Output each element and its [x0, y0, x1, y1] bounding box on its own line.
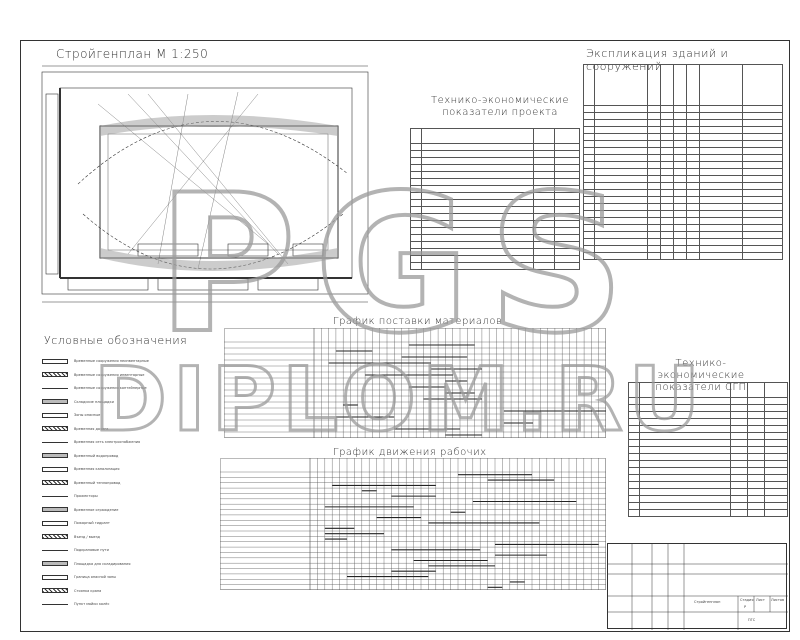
legend-label: Подкрановые пути	[74, 548, 109, 552]
legend-label: Временный водопровод	[74, 453, 119, 458]
stamp-sheet-label: Лист	[756, 598, 765, 602]
legend-item: Подкрановые пути	[42, 545, 182, 555]
legend-symbol	[42, 441, 68, 443]
legend-label: Временные сооружения контейнерные	[74, 386, 147, 390]
explication-table	[583, 64, 783, 260]
site-plan-title: Стройгенплан М 1:250	[56, 47, 209, 61]
tep-project-title: Технико-экономические показатели проекта	[430, 95, 570, 118]
legend-item: Пункт мойки колёс	[42, 599, 182, 609]
legend-label: Временные сооружения неинвентарные	[74, 359, 149, 363]
legend-symbol	[42, 399, 68, 404]
legend-item: Временная канализация	[42, 464, 182, 474]
legend-label: Временная канализация	[74, 467, 120, 471]
tep-project-table	[410, 128, 580, 270]
legend-symbol	[42, 520, 68, 526]
legend-item: Прожекторы	[42, 491, 182, 501]
supply-schedule-title: График поставки материалов	[333, 316, 503, 327]
legend-symbol	[42, 372, 68, 377]
legend-label: Складские площадки	[74, 399, 114, 404]
legend-item: Временное ограждение	[42, 505, 182, 515]
workers-schedule-title: График движения рабочих	[333, 447, 487, 458]
legend-item: Временный теплопровод	[42, 478, 182, 488]
stamp-sheets-label: Листов	[771, 598, 785, 602]
legend-item: Зоны опасные	[42, 410, 182, 420]
legend-symbol	[42, 588, 68, 593]
stamp-title-line: Стройгенплан	[694, 600, 721, 604]
legend-label: Временные сооружения инвентарные	[74, 372, 145, 377]
legend-symbol	[42, 561, 68, 566]
legend-item: Граница опасной зоны	[42, 572, 182, 582]
legend-symbol	[42, 549, 68, 551]
legend-label: Пожарный гидрант	[74, 521, 110, 525]
legend-item: Временные сооружения инвентарные	[42, 370, 182, 380]
legend-symbol	[42, 480, 68, 485]
legend-item: Временная сеть электроснабжения	[42, 437, 182, 447]
legend-symbol	[42, 466, 68, 472]
legend-item: Стоянка крана	[42, 586, 182, 596]
legend-symbol	[42, 534, 68, 539]
legend-symbol	[42, 603, 68, 605]
legend-label: Въезд / выезд	[74, 534, 100, 539]
legend-label: Временное ограждение	[74, 507, 119, 512]
legend-symbol	[42, 495, 68, 497]
legend-label: Пункт мойки колёс	[74, 602, 110, 606]
legend-symbol	[42, 453, 68, 458]
drawing-sheet-frame	[20, 40, 790, 632]
legend-label: Временная дорога	[74, 426, 109, 431]
legend-symbol	[42, 358, 68, 364]
stamp-stage-label: Стадия	[740, 598, 754, 602]
legend-item: Въезд / выезд	[42, 532, 182, 542]
site-plan-drawing	[41, 65, 369, 303]
legend-symbol	[42, 574, 68, 580]
stamp-stage-value: Р	[744, 605, 747, 609]
legend-label: Площадка для складирования	[74, 561, 131, 566]
legend-symbol	[42, 412, 68, 418]
legend-label: Стоянка крана	[74, 588, 102, 593]
supply-schedule-grid	[224, 328, 606, 438]
legend-label: Прожекторы	[74, 494, 98, 498]
legend-item: Площадка для складирования	[42, 559, 182, 569]
legend-item: Пожарный гидрант	[42, 518, 182, 528]
legend-label: Временный теплопровод	[74, 480, 121, 485]
workers-schedule-grid	[220, 458, 606, 590]
legend-item: Складские площадки	[42, 397, 182, 407]
legend-item: Временные сооружения контейнерные	[42, 383, 182, 393]
legend-label: Зоны опасные	[74, 413, 101, 417]
legend-symbol	[42, 387, 68, 389]
title-block-lines	[608, 544, 788, 630]
title-block-stamp: Стройгенплан Стадия Р Лист Листов ПГС	[607, 543, 788, 630]
legend-item: Временный водопровод	[42, 451, 182, 461]
tep-sgp-table	[628, 382, 788, 517]
legend-label: Граница опасной зоны	[74, 575, 117, 579]
legend-item: Временная дорога	[42, 424, 182, 434]
legend-title: Условные обозначения	[44, 334, 188, 347]
legend-symbol	[42, 507, 68, 512]
legend-item: Временные сооружения неинвентарные	[42, 356, 182, 366]
legend-label: Временная сеть электроснабжения	[74, 440, 141, 444]
stamp-org-line: ПГС	[748, 618, 756, 622]
legend-symbol	[42, 426, 68, 431]
